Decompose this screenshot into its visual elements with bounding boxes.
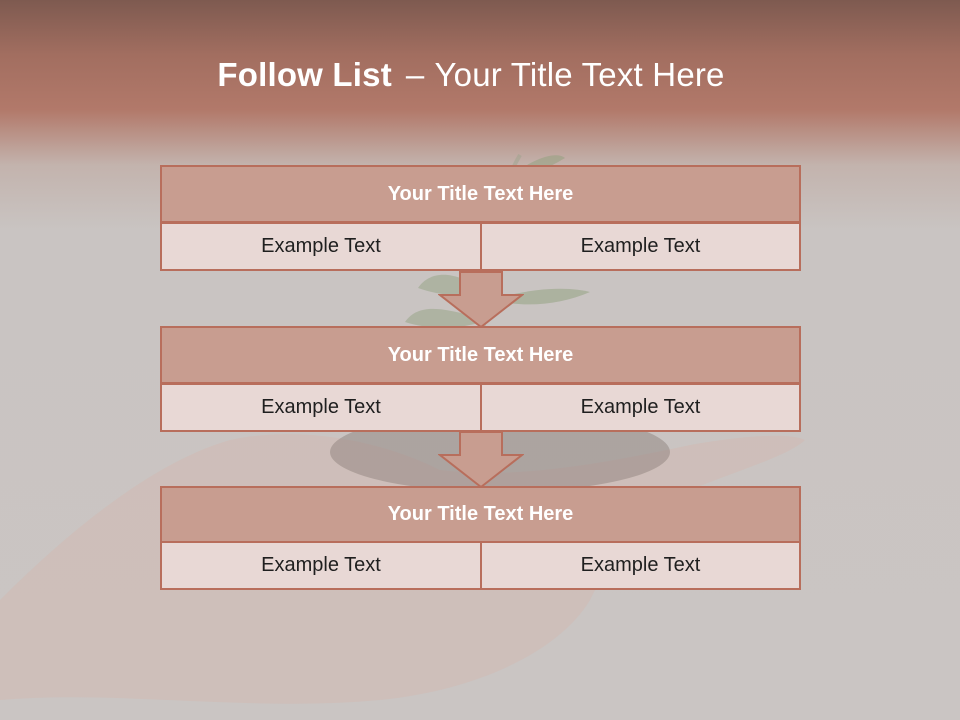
step-2-left-cell: Example Text	[160, 383, 482, 432]
slide-title: Follow List–Your Title Text Here	[0, 56, 942, 94]
down-arrow-icon-2	[438, 431, 524, 489]
step-2-title: Your Title Text Here	[160, 326, 801, 384]
step-3-title: Your Title Text Here	[160, 486, 801, 543]
title-bold-text: Follow List	[217, 56, 392, 93]
step-block-3: Your Title Text Here Example Text Exampl…	[160, 486, 801, 592]
step-1-title: Your Title Text Here	[160, 165, 801, 223]
step-block-2: Your Title Text Here Example Text Exampl…	[160, 326, 801, 432]
step-1-left-cell: Example Text	[160, 222, 482, 271]
step-block-1: Your Title Text Here Example Text Exampl…	[160, 165, 801, 271]
title-separator: –	[405, 56, 425, 93]
step-2-right-cell: Example Text	[480, 383, 801, 432]
step-1-right-cell: Example Text	[480, 222, 801, 271]
step-3-left-cell: Example Text	[160, 541, 482, 590]
title-rest-text: Your Title Text Here	[434, 56, 725, 93]
step-3-right-cell: Example Text	[480, 541, 801, 590]
down-arrow-icon-1	[438, 271, 524, 329]
